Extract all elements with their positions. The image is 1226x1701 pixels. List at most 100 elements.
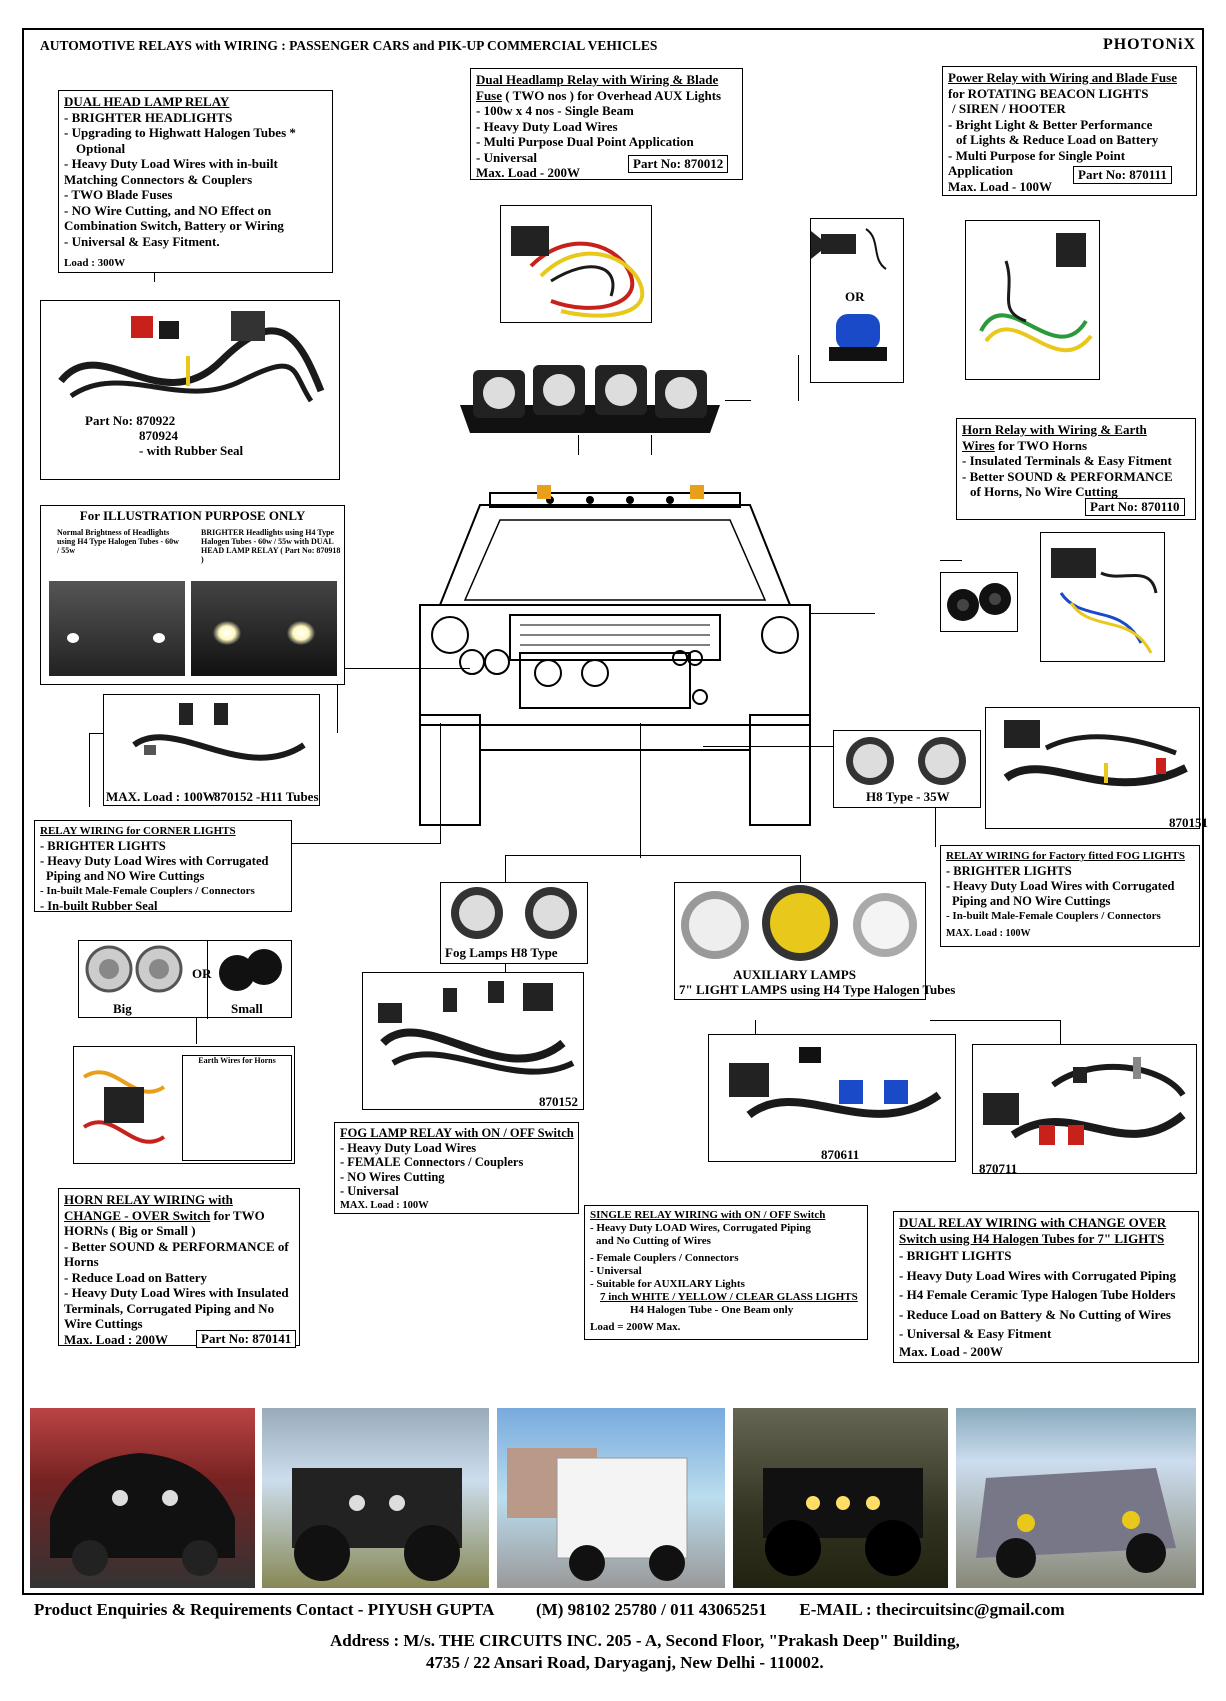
email-address: E-MAIL : thecircuitsinc@gmail.com: [799, 1600, 1065, 1619]
overhead-relay-wiring-image: [500, 205, 652, 323]
feature-line: Piping and NO Wire Cuttings: [46, 869, 205, 883]
feature-line: - Heavy Duty Load Wires with Insulated: [64, 1285, 289, 1300]
feature-line: / SIREN / HOOTER: [952, 101, 1066, 116]
single-relay-title: SINGLE RELAY WIRING with ON / OFF Switch: [590, 1209, 826, 1221]
load-rating: Max. Load - 200W: [476, 165, 580, 180]
feature-line: - Heavy Duty Load Wires with in-built: [64, 156, 278, 171]
horn-changeover-title: for TWO: [210, 1207, 265, 1223]
load-rating: MAX. Load : 100W: [340, 1199, 429, 1211]
h8-type-label: H8 Type - 35W: [866, 789, 950, 804]
feature-line: - Female Couplers / Connectors: [590, 1252, 739, 1264]
feature-line: - BRIGHTER LIGHTS: [946, 864, 1072, 878]
part-number: Part No: 870110: [1085, 498, 1185, 516]
horn-relay-wiring-image: Earth Wires for Horns: [73, 1046, 295, 1164]
dual-changeover-title: DUAL RELAY WIRING with CHANGE OVER: [899, 1215, 1167, 1230]
illustration-title: For ILLUSTRATION PURPOSE ONLY: [79, 508, 306, 523]
feature-line: - Heavy Duty Load Wires with Corrugated: [40, 854, 269, 868]
feature-line: - H4 Female Ceramic Type Halogen Tube Ho…: [899, 1287, 1176, 1302]
siren-beacon-image: OR: [810, 218, 904, 383]
feature-line: - BRIGHT LIGHTS: [899, 1248, 1012, 1263]
illustration-caption-left: Normal Brightness of Headlights using H4…: [57, 528, 179, 555]
brand-logo: PHOTONiX: [1102, 36, 1196, 53]
corner-lights-box: RELAY WIRING for CORNER LIGHTS - BRIGHTE…: [34, 820, 292, 913]
load-rating: MAX. Load : 100W: [106, 789, 216, 804]
single-relay-box: SINGLE RELAY WIRING with ON / OFF Switch…: [584, 1205, 868, 1340]
part-note: - with Rubber Seal: [139, 443, 244, 458]
overhead-lights-image: [455, 355, 725, 435]
horn-changeover-title: HORN RELAY WIRING with: [64, 1192, 233, 1207]
feature-line: H4 Halogen Tube - One Beam only: [630, 1304, 794, 1316]
feature-line: - Upgrading to Highwatt Halogen Tubes *: [64, 125, 296, 140]
feature-line: - Heavy Duty Load Wires with Corrugated: [946, 879, 1175, 893]
or-label: OR: [845, 289, 865, 304]
vehicle-photo-lit-jeep: [733, 1408, 948, 1588]
feature-line: - In-built Male-Female Couplers / Connec…: [946, 910, 1161, 922]
part-number: 870924: [139, 428, 178, 443]
connector-line: [505, 855, 800, 856]
feature-line: Piping and NO Wire Cuttings: [952, 894, 1111, 908]
part-number: 870152: [539, 1094, 578, 1109]
corner-lights-title: RELAY WIRING for CORNER LIGHTS: [40, 825, 236, 837]
feature-line: - Reduce Load on Battery & No Cutting of…: [899, 1306, 1171, 1322]
auxiliary-lamps-image: AUXILIARY LAMPS 7" LIGHT LAMPS using H4 …: [674, 882, 955, 1000]
part-number: 870152: [214, 789, 253, 804]
normal-headlights-photo: [49, 581, 185, 676]
feature-line: - Bright Light & Better Performance: [948, 116, 1153, 132]
small-horn-label: Small: [231, 1001, 263, 1016]
feature-line: Combination Switch, Battery or Wiring: [64, 218, 284, 233]
horns-options-image: OR Big Small: [78, 940, 292, 1019]
feature-line: - Better SOUND & PERFORMANCE of: [64, 1238, 289, 1254]
beacon-title: Power Relay with Wiring and Blade Fuse: [948, 70, 1177, 85]
dual-changeover-title: Switch using H4 Halogen Tubes for 7" LIG…: [899, 1230, 1165, 1246]
fog-lamps-label: Fog Lamps H8 Type: [445, 945, 558, 960]
single-relay-wiring-image: 870611: [708, 1034, 956, 1162]
connector-line: [940, 560, 962, 561]
bright-headlights-photo: [191, 581, 337, 676]
feature-line: Optional: [76, 140, 126, 156]
feature-line: - Better SOUND & PERFORMANCE: [962, 468, 1173, 484]
connector-line: [930, 1020, 1060, 1021]
part-number: 870611: [821, 1147, 860, 1162]
page-title: AUTOMOTIVE RELAYS with WIRING : PASSENGE…: [40, 38, 658, 53]
feature-line: - 100w x 4 nos - Single Beam: [476, 103, 634, 118]
feature-line: - Heavy Duty Load Wires: [340, 1140, 477, 1155]
connector-line: [755, 1020, 756, 1040]
feature-line: - Universal & Easy Fitment.: [64, 233, 220, 249]
contact-person: Product Enquiries & Requirements Contact…: [34, 1600, 494, 1619]
phone-number: (M) 98102 25780 / 011 43065251: [535, 1600, 767, 1619]
dual-relay-wiring-image: 870711: [972, 1044, 1197, 1175]
connector-line: [89, 733, 90, 807]
address-line-1: Address : M/s. THE CIRCUITS INC. 205 - A…: [330, 1631, 960, 1650]
feature-line: - Heavy Duty LOAD Wires, Corrugated Pipi…: [590, 1222, 811, 1234]
factory-fog-title: RELAY WIRING for Factory fitted FOG LIGH…: [946, 850, 1185, 862]
pickup-vehicle-diagram: [419, 485, 811, 826]
horn-earth-relay-box: Horn Relay with Wiring & Earth Wires for…: [956, 418, 1196, 520]
horn-changeover-box: HORN RELAY WIRING with CHANGE - OVER Swi…: [58, 1188, 300, 1347]
feature-line: - FEMALE Connectors / Couplers: [340, 1155, 524, 1169]
feature-line: - Heavy Duty Load Wires with Corrugated …: [899, 1267, 1176, 1283]
connector-line: [440, 723, 441, 843]
connector-line: [800, 855, 801, 895]
part-number: Part No: 870111: [1073, 166, 1172, 184]
overhead-title: Dual Headlamp Relay with Wiring & Blade: [476, 72, 719, 87]
feature-line: - In-built Rubber Seal: [40, 899, 158, 913]
overhead-title: Fuse: [476, 87, 502, 103]
feature-line: - Insulated Terminals & Easy Fitment: [962, 453, 1172, 468]
connector-line: [160, 843, 441, 844]
feature-line: - Reduce Load on Battery: [64, 1269, 207, 1285]
factory-fog-wiring-image: 870151: [985, 707, 1208, 829]
fog-switch-box: FOG LAMP RELAY with ON / OFF Switch - He…: [334, 1122, 579, 1214]
feature-line: Wire Cuttings: [64, 1316, 143, 1331]
part-number: Part No: 870922: [85, 413, 176, 428]
fog-lamp-relay-wiring-image: 870152: [362, 972, 584, 1110]
feature-line: - NO Wire Cutting, and NO Effect on: [64, 202, 272, 218]
feature-line: - Heavy Duty Load Wires: [476, 118, 618, 134]
feature-line: - Multi Purpose for Single Point: [948, 147, 1126, 163]
tube-type: -H11 Tubes: [256, 789, 319, 804]
feature-line: - TWO Blade Fuses: [64, 187, 173, 202]
load-rating: Load = 200W Max.: [590, 1321, 681, 1333]
horn-relay-wiring-image: [1040, 532, 1165, 662]
aux-lamps-sublabel: 7" LIGHT LAMPS using H4 Type Halogen Tub…: [679, 982, 956, 997]
factory-fog-box: RELAY WIRING for Factory fitted FOG LIGH…: [940, 845, 1200, 947]
horn-image: [940, 572, 1018, 632]
